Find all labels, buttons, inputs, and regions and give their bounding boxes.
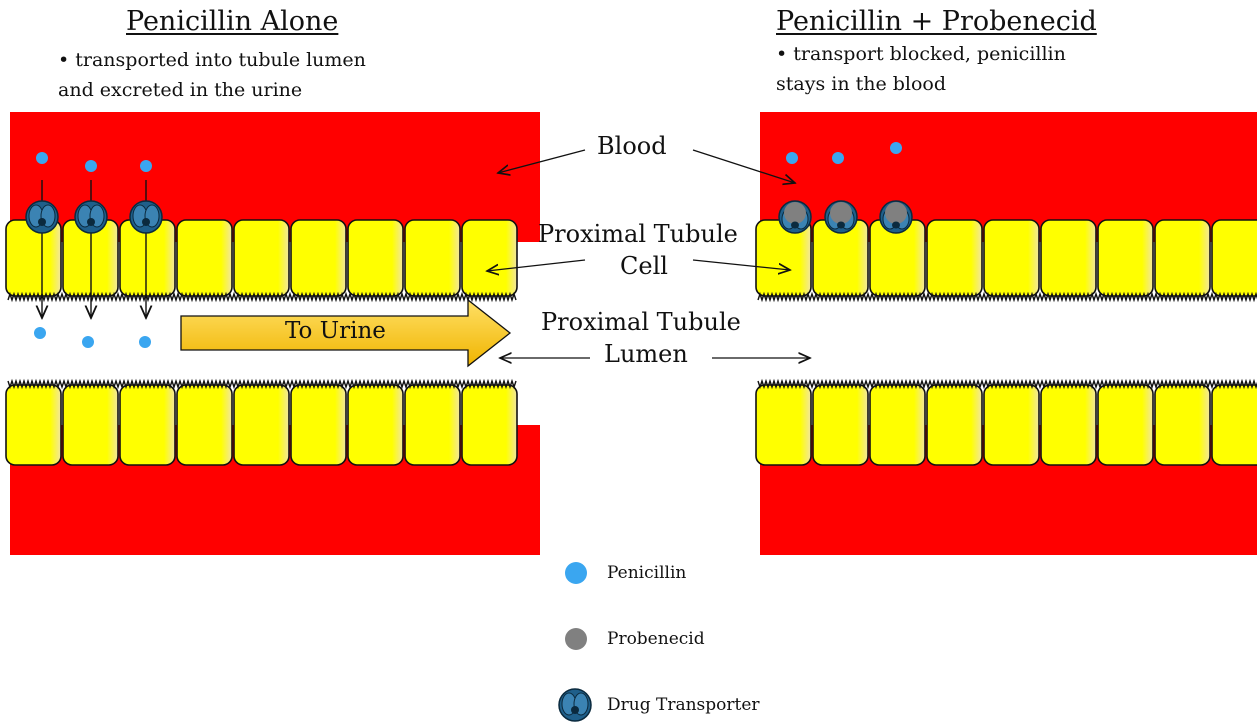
cell-label-line-1: Proximal Tubule <box>538 220 738 248</box>
left-panel-title: Penicillin Alone <box>126 6 338 37</box>
blood-label: Blood <box>597 132 667 160</box>
right-panel-bullet-1: • transport blocked, penicillin <box>776 40 1066 69</box>
epithelial-cell <box>405 385 460 465</box>
left-panel-bullet-1: • transported into tubule lumen <box>58 46 366 75</box>
epithelial-cell <box>348 385 403 465</box>
right-blood-region <box>760 112 1257 555</box>
left-bottom-cell-row <box>6 385 517 465</box>
left-drug-transporters <box>26 201 162 233</box>
epithelial-cell <box>177 385 232 465</box>
epithelial-cell <box>348 220 403 296</box>
epithelial-cell <box>756 385 811 465</box>
right-blocked-transporters <box>779 201 912 233</box>
epithelial-cell <box>1155 220 1210 296</box>
epithelial-cell <box>63 385 118 465</box>
lumen-label-line-2: Lumen <box>604 340 688 368</box>
right-top-cell-row <box>756 220 1257 296</box>
left-panel-bullet-2: and excreted in the urine <box>58 76 302 105</box>
cell-label-line-2: Cell <box>620 252 668 280</box>
epithelial-cell <box>927 385 982 465</box>
right-panel-title: Penicillin + Probenecid <box>776 6 1097 37</box>
legend-transporter-swatch <box>559 689 591 721</box>
epithelial-cell <box>120 385 175 465</box>
epithelial-cell <box>1041 220 1096 296</box>
lumen-label-line-1: Proximal Tubule <box>541 308 741 336</box>
epithelial-cell <box>1212 385 1257 465</box>
legend-probenecid-swatch <box>565 628 587 650</box>
epithelial-cell <box>177 220 232 296</box>
legend-symbols <box>559 562 591 721</box>
legend-transporter-label: Drug Transporter <box>607 695 760 715</box>
epithelial-cell <box>291 385 346 465</box>
left-penicillin-lumen <box>34 327 151 348</box>
legend-penicillin-swatch <box>565 562 587 584</box>
epithelial-cell <box>234 385 289 465</box>
right-panel-bullet-2: stays in the blood <box>776 70 946 99</box>
epithelial-cell <box>6 385 61 465</box>
epithelial-cell <box>927 220 982 296</box>
epithelial-cell <box>1212 220 1257 296</box>
epithelial-cell <box>462 385 517 465</box>
epithelial-cell <box>984 220 1039 296</box>
epithelial-cell <box>291 220 346 296</box>
to-urine-label: To Urine <box>285 318 386 344</box>
epithelial-cell <box>1155 385 1210 465</box>
epithelial-cell <box>984 385 1039 465</box>
legend-penicillin-label: Penicillin <box>607 563 686 583</box>
epithelial-cell <box>1041 385 1096 465</box>
legend-probenecid-label: Probenecid <box>607 629 705 649</box>
epithelial-cell <box>1098 220 1153 296</box>
epithelial-cell <box>813 385 868 465</box>
right-bottom-cell-row <box>756 385 1257 465</box>
epithelial-cell <box>1098 385 1153 465</box>
epithelial-cell <box>462 220 517 296</box>
epithelial-cell <box>234 220 289 296</box>
epithelial-cell <box>405 220 460 296</box>
epithelial-cell <box>870 385 925 465</box>
